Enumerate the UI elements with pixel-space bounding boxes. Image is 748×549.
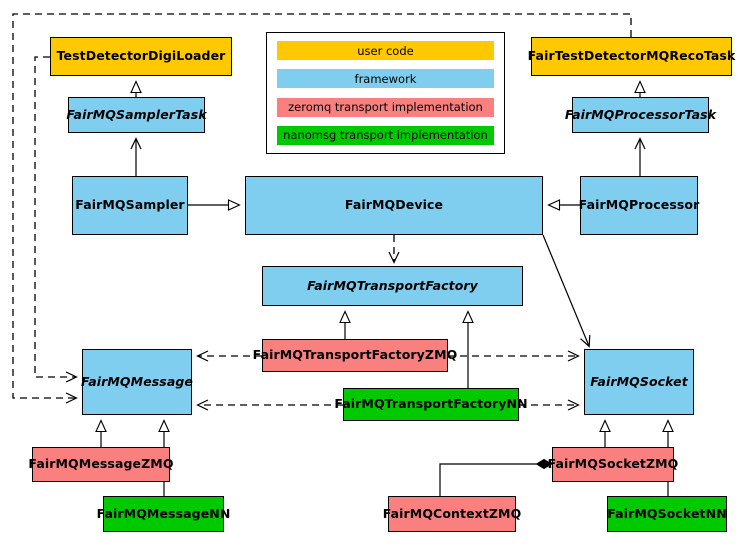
class-box-fairmqdevice[interactable]: FairMQDevice	[245, 176, 543, 235]
class-label: FairMQProcessorTask	[564, 106, 717, 122]
class-label: FairTestDetectorMQRecoTask	[527, 48, 736, 64]
class-label: FairMQTransportFactoryNN	[334, 396, 528, 412]
class-box-fairmqmessagenn[interactable]: FairMQMessageNN	[97, 496, 230, 532]
association-edges	[136, 139, 640, 346]
class-label: FairMQSocketNN	[607, 505, 727, 521]
legend-item-user-code: user code	[277, 41, 494, 60]
legend-panel: user code framework zeromq transport imp…	[266, 32, 505, 154]
class-label: FairMQMessageNN	[96, 505, 231, 521]
class-box-fairmqprocessortask[interactable]: FairMQProcessorTask	[565, 97, 716, 133]
class-box-fairmqtransportfactory[interactable]: FairMQTransportFactory	[262, 266, 523, 306]
legend-item-framework: framework	[277, 69, 494, 89]
legend-label: framework	[354, 71, 417, 86]
class-label: FairMQSamplerTask	[66, 106, 207, 122]
edge-contextzmq-to-socketzmq	[439, 458, 553, 496]
edge-device-to-socket	[542, 234, 589, 346]
composition-edges	[439, 458, 553, 496]
class-box-fairmqmessagezmq[interactable]: FairMQMessageZMQ	[28, 447, 173, 482]
class-box-fairmqmessage[interactable]: FairMQMessage	[81, 349, 194, 415]
class-label: FairMQProcessor	[578, 197, 700, 213]
class-label: FairMQDevice	[344, 197, 444, 213]
class-label: FairMQSocket	[590, 373, 688, 389]
class-box-fairmqsampler[interactable]: FairMQSampler	[72, 176, 188, 235]
class-label: FairMQContextZMQ	[382, 505, 522, 521]
class-label: TestDetectorDigiLoader	[56, 48, 226, 64]
legend-item-zeromq: zeromq transport implementation	[277, 97, 494, 117]
class-box-fairmqtransportfactoryzmq[interactable]: FairMQTransportFactoryZMQ	[253, 339, 457, 372]
class-box-fairtestdetectormqrecotask[interactable]: FairTestDetectorMQRecoTask	[528, 37, 735, 76]
class-box-fairmqsocket[interactable]: FairMQSocket	[584, 349, 694, 415]
class-box-fairmqprocessor[interactable]: FairMQProcessor	[578, 176, 700, 235]
class-box-fairmqsamplertask[interactable]: FairMQSamplerTask	[66, 97, 207, 133]
legend-item-nanomsg: nanomsg transport implementation	[277, 125, 494, 145]
class-box-fairmqsocketzmq[interactable]: FairMQSocketZMQ	[548, 447, 678, 482]
legend-label: zeromq transport implementation	[288, 100, 483, 115]
class-label: FairMQSampler	[75, 197, 185, 213]
class-label: FairMQTransportFactory	[307, 277, 478, 293]
legend-label: nanomsg transport implementation	[283, 128, 488, 143]
class-box-fairmqcontextzmq[interactable]: FairMQContextZMQ	[383, 496, 521, 532]
class-label: FairMQSocketZMQ	[547, 456, 679, 472]
class-box-fairmqsocketnn[interactable]: FairMQSocketNN	[607, 496, 727, 532]
class-label: FairMQMessage	[81, 373, 194, 389]
legend-label: user code	[357, 43, 414, 58]
class-label: FairMQTransportFactoryZMQ	[252, 347, 458, 363]
class-box-fairmqtransportfactorynn[interactable]: FairMQTransportFactoryNN	[334, 388, 528, 421]
class-box-testdetectordigiloader[interactable]: TestDetectorDigiLoader	[50, 37, 232, 76]
class-label: FairMQMessageZMQ	[28, 456, 174, 472]
